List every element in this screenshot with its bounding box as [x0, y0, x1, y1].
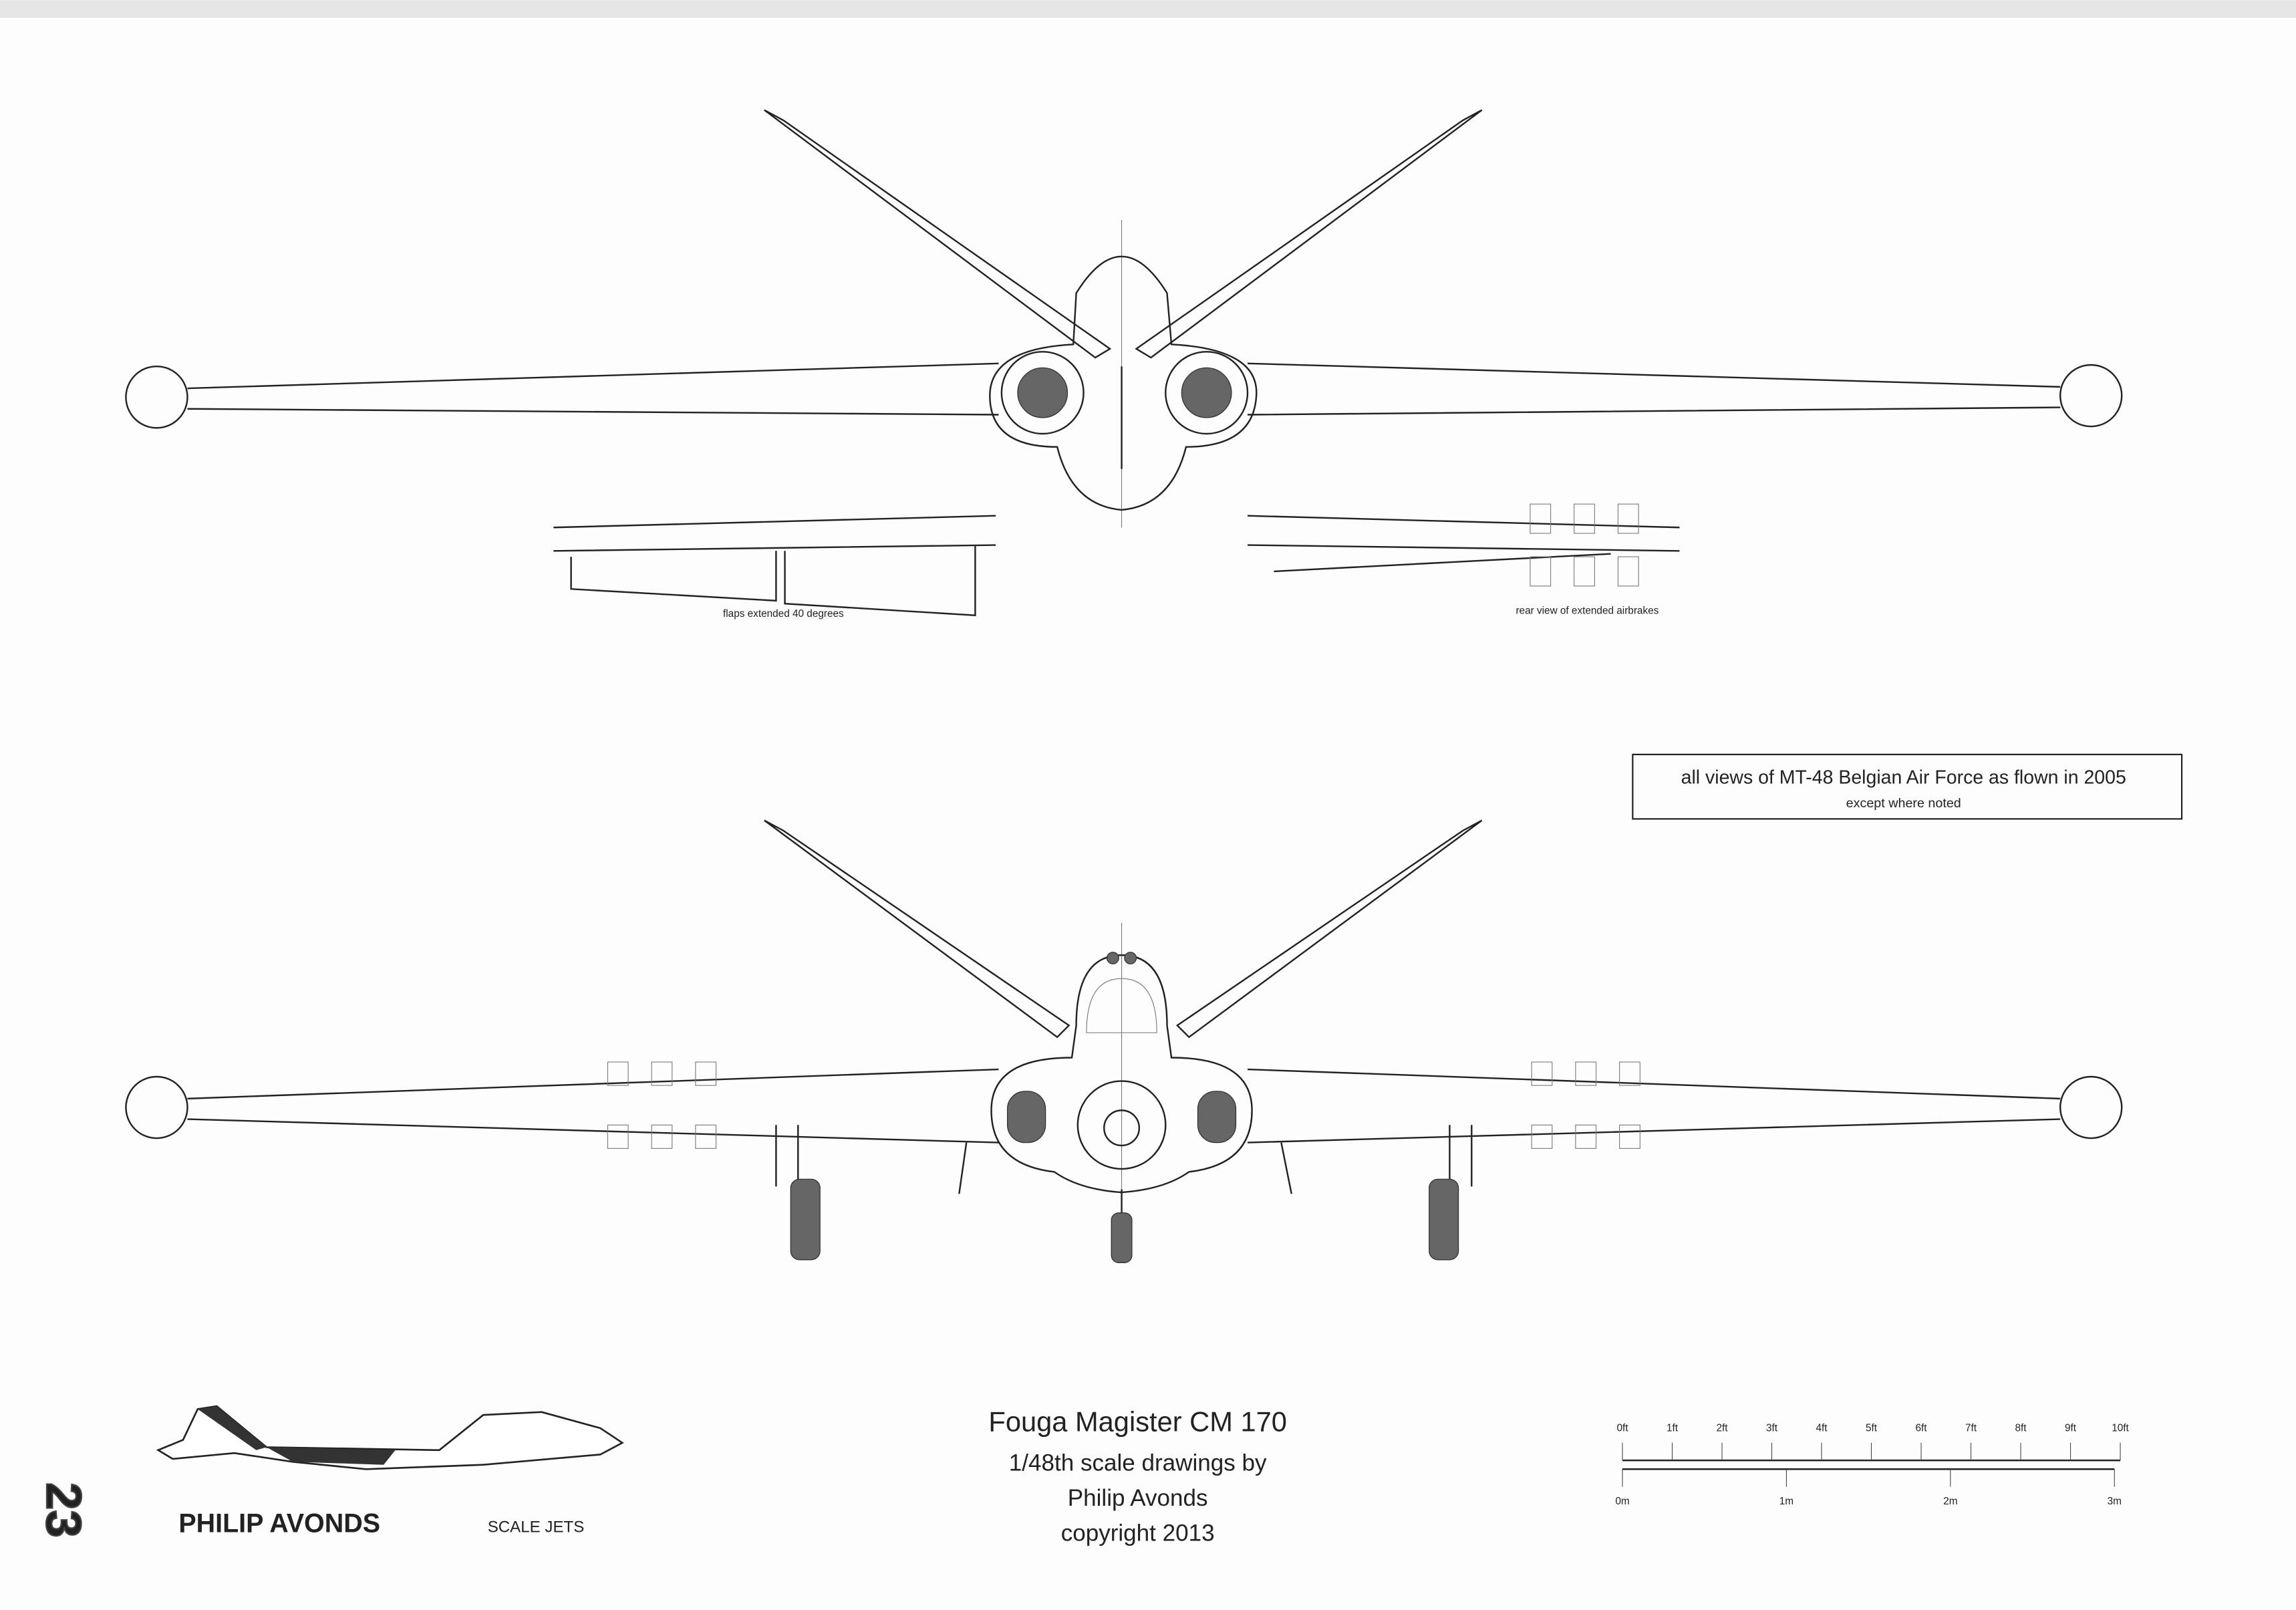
title-line-4: copyright 2013: [1061, 1520, 1215, 1547]
right-engine-nozzle: [1165, 351, 1249, 435]
scale-bar: 0ft 1ft 2ft 3ft 4ft 5ft 6ft 7ft 8ft 9ft 10ft 0m 1m 2m…: [1615, 1422, 2129, 1507]
landing-gear-legs: [775, 1125, 1473, 1216]
nose: [1103, 1109, 1141, 1147]
left-main-wheel: [790, 1178, 821, 1260]
left-tailplane: [764, 109, 1112, 359]
scan-top-edge: [0, 0, 2296, 18]
left-wing: [187, 1068, 999, 1144]
flaps-extended-detail: [553, 515, 996, 617]
right-exhaust: [1181, 367, 1232, 418]
logo-name: PHILIP AVONDS: [178, 1508, 380, 1538]
right-wingtip-tank: [2059, 364, 2123, 428]
logo-jet-silhouette: [156, 1405, 624, 1470]
feet-tick-label: 2ft: [1716, 1422, 1728, 1434]
left-tailplane: [764, 819, 1070, 1039]
metre-tick-label: 2m: [1943, 1496, 1957, 1507]
left-exhaust: [1017, 367, 1068, 418]
feet-tick-label: 7ft: [1965, 1422, 1977, 1434]
publisher-logo: PHILIP AVONDS SCALE JETS: [156, 1405, 624, 1538]
front-view-drawing: [125, 819, 2123, 1263]
note-line-1: all views of MT-48 Belgian Air Force as …: [1681, 767, 2126, 789]
nose-wheel: [1111, 1212, 1133, 1263]
rear-view-drawing: [125, 109, 2123, 617]
nose-ring: [1077, 1080, 1167, 1170]
right-wingtip-tank: [2059, 1075, 2123, 1139]
note-line-2: except where noted: [1846, 796, 1961, 811]
feet-tick-label: 8ft: [2015, 1422, 2027, 1434]
left-engine-nozzle: [1000, 351, 1085, 435]
metre-tick-label: 1m: [1779, 1496, 1793, 1507]
left-wingtip-tank: [125, 1075, 188, 1139]
right-intake: [1197, 1091, 1237, 1144]
top-light: [1124, 952, 1137, 964]
front-fuselage: [990, 954, 1253, 1194]
left-wingtip-tank: [125, 365, 188, 429]
feet-tick-label: 6ft: [1915, 1422, 1927, 1434]
feet-tick-label: 4ft: [1816, 1422, 1828, 1434]
right-main-wheel: [1429, 1178, 1459, 1260]
right-wing: [1247, 1068, 2061, 1144]
drawing-title: Fouga Magister CM 170: [988, 1405, 1287, 1437]
title-block: Fouga Magister CM 170 1/48th scale drawi…: [988, 1405, 1287, 1546]
airbrakes-wing-detail: [1247, 515, 1680, 573]
feet-tick-label: 10ft: [2112, 1422, 2129, 1434]
left-intake: [1006, 1091, 1046, 1144]
metre-tick-label: 3m: [2108, 1496, 2122, 1507]
right-tailplane: [1135, 109, 1483, 359]
top-light: [1106, 952, 1119, 964]
feet-tick-label: 3ft: [1766, 1422, 1778, 1434]
logo-jet-shading: [197, 1406, 396, 1465]
note-box: all views of MT-48 Belgian Air Force as …: [1632, 753, 2183, 820]
feet-tick-label: 0ft: [1616, 1422, 1628, 1434]
airbrake-panels-rear: [1530, 503, 1639, 587]
canopy: [1086, 978, 1157, 1033]
feet-tick-label: 1ft: [1667, 1422, 1679, 1434]
rear-fuselage: [989, 255, 1258, 511]
flaps-label: flaps extended 40 degrees: [723, 608, 844, 620]
title-line-2: 1/48th scale drawings by: [1009, 1450, 1267, 1476]
logo-tagline: SCALE JETS: [488, 1518, 585, 1536]
right-tailplane: [1175, 819, 1483, 1039]
airbrakes-label: rear view of extended airbrakes: [1516, 606, 1659, 617]
airbrake-panels-front: [607, 1061, 1640, 1149]
page-number: 23: [36, 1482, 92, 1538]
feet-tick-label: 9ft: [2065, 1422, 2077, 1434]
note-box-frame: [1632, 753, 2183, 820]
left-wing: [187, 362, 999, 416]
right-wing: [1247, 362, 2061, 416]
title-line-3: Philip Avonds: [1068, 1485, 1208, 1511]
feet-tick-label: 5ft: [1866, 1422, 1878, 1434]
metre-tick-label: 0m: [1615, 1496, 1629, 1507]
